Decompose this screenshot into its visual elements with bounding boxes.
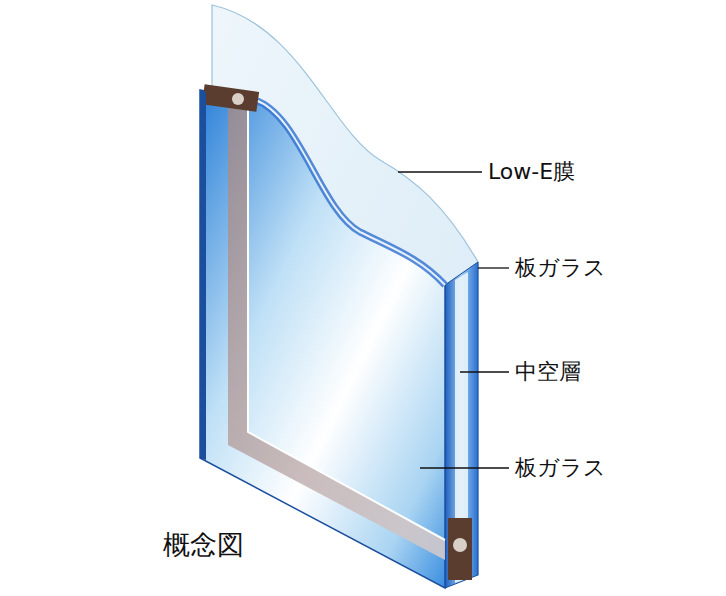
pane-left-edge <box>200 90 206 460</box>
leader-line <box>478 267 509 268</box>
part-label: Low-E膜 <box>488 159 575 185</box>
front-pane <box>200 90 445 588</box>
spacer-section <box>202 84 259 111</box>
leader-line <box>460 371 509 372</box>
desiccant-section <box>453 538 467 552</box>
caption: 概念図 <box>163 529 244 561</box>
pane-edge <box>445 262 478 588</box>
pane-top-edge <box>255 100 445 285</box>
part-label: 板ガラス <box>515 255 606 281</box>
part-label: 板ガラス <box>515 455 606 481</box>
pane-top-edge-highlight <box>255 100 445 285</box>
spacer-frame <box>228 98 445 560</box>
spacer-section <box>448 518 472 580</box>
desiccant-section <box>232 93 244 105</box>
part-label: 中空層 <box>515 359 581 385</box>
leader-line <box>420 467 509 468</box>
spacer-frame-edge <box>248 102 445 540</box>
leader-line <box>398 171 482 172</box>
